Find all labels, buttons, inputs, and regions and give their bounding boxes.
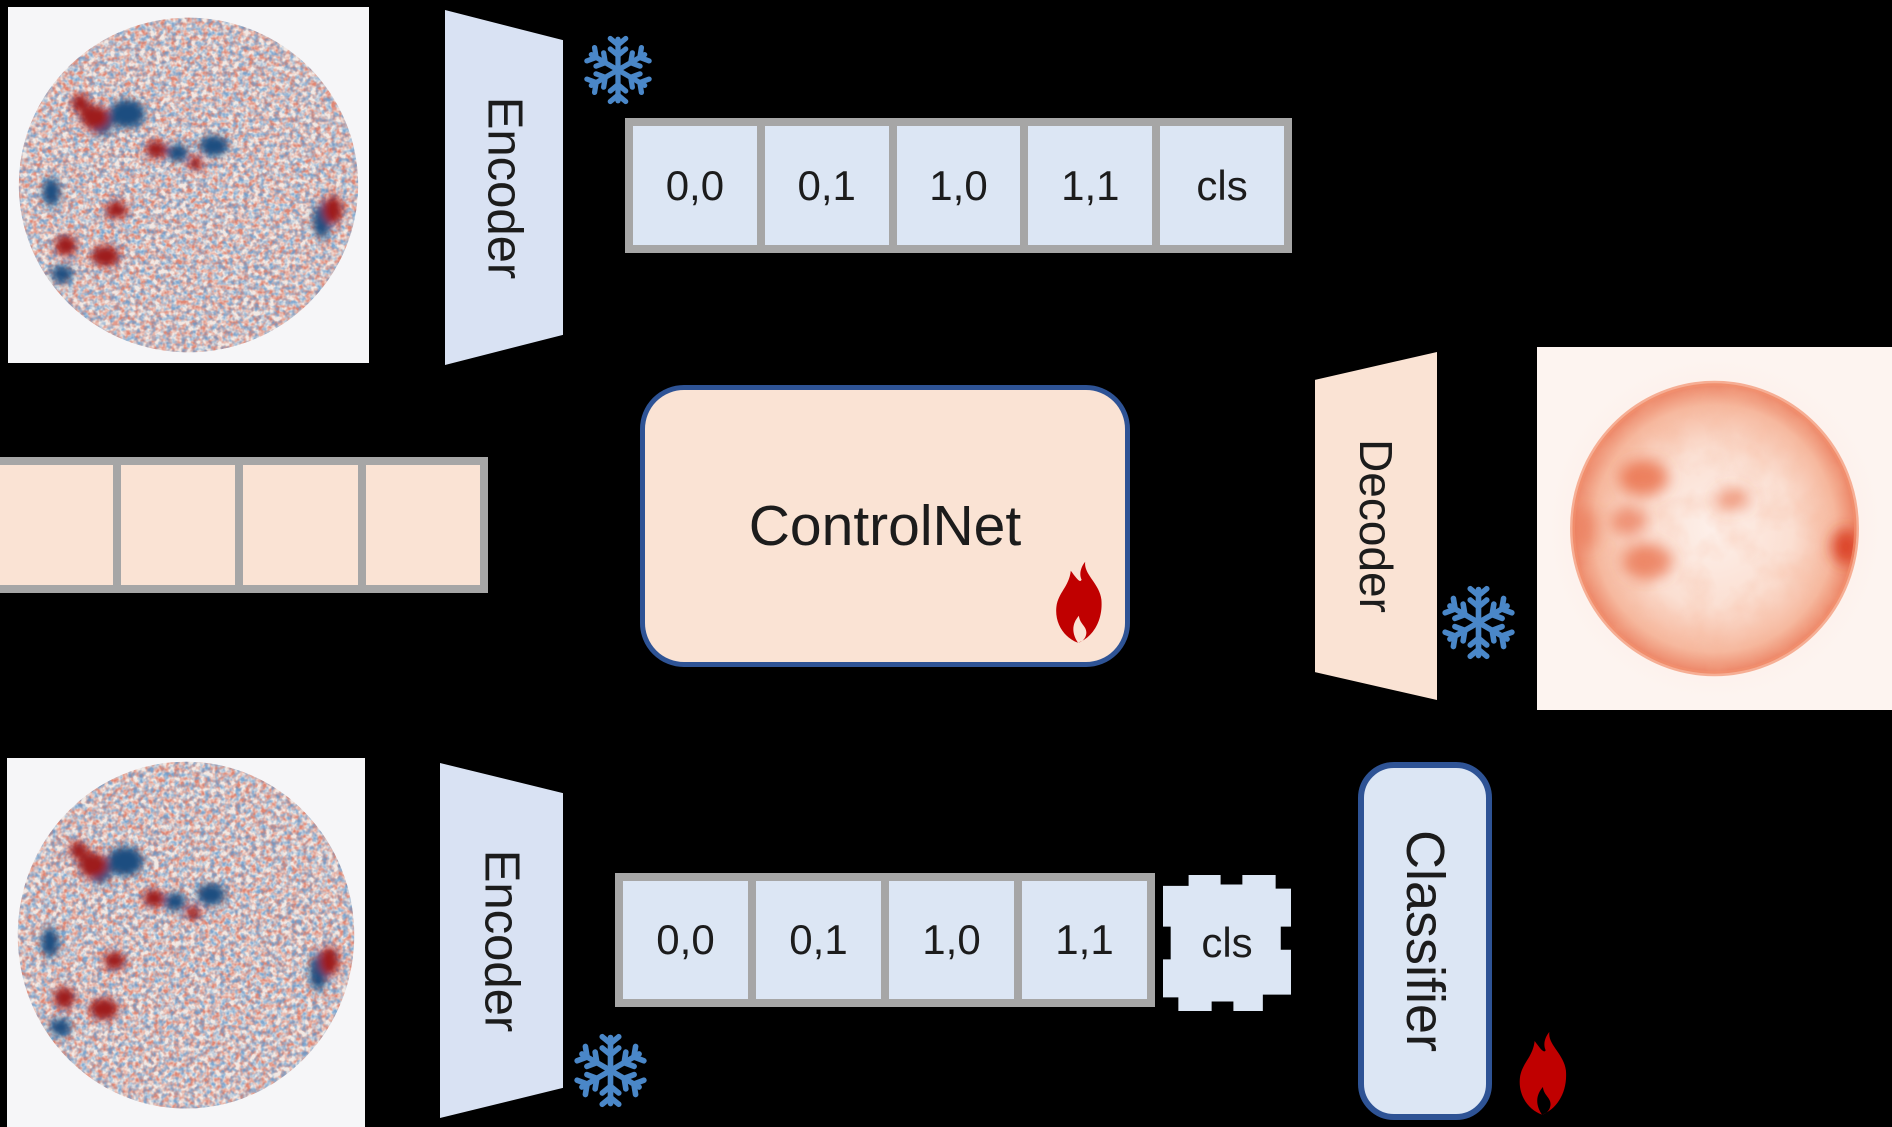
snowflake-icon-bottom-encoder <box>573 1033 648 1108</box>
encoder-label-top: Encoder <box>477 96 532 279</box>
patch-cell <box>0 465 113 585</box>
euv-output-image <box>1537 347 1892 710</box>
token-cell-cls: cls <box>1160 126 1284 245</box>
snowflake-icon-top-encoder <box>583 35 653 105</box>
flame-icon-controlnet <box>1051 556 1105 654</box>
token-row-bottom: 0,0 0,1 1,0 1,1 <box>615 873 1155 1007</box>
token-cell: 0,1 <box>756 881 881 999</box>
magnetogram-input-image-bottom <box>7 758 365 1127</box>
snowflake-icon-decoder <box>1441 585 1516 660</box>
magnetogram-input-image-top <box>8 7 369 363</box>
encoder-block-top: Encoder <box>445 10 563 365</box>
token-row-top: 0,0 0,1 1,0 1,1 cls <box>625 118 1292 253</box>
token-cell: 1,0 <box>896 126 1021 245</box>
token-cell: 0,0 <box>633 126 757 245</box>
cls-token-gear: cls <box>1163 875 1291 1011</box>
token-cell: 1,1 <box>1022 881 1147 999</box>
token-cell: 0,0 <box>623 881 748 999</box>
flame-icon-classifier <box>1513 1030 1571 1122</box>
patch-cell <box>243 465 358 585</box>
token-cell: 0,1 <box>764 126 889 245</box>
decoder-label: Decoder <box>1350 439 1402 613</box>
token-cell: 1,1 <box>1028 126 1153 245</box>
classifier-label: Classifier <box>1395 829 1456 1053</box>
patch-cell <box>120 465 235 585</box>
controlnet-label: ControlNet <box>748 494 1022 558</box>
token-cell: 1,0 <box>889 881 1014 999</box>
decoder-block: Decoder <box>1315 352 1437 700</box>
encoder-block-bottom: Encoder <box>440 763 563 1118</box>
classifier-block: Classifier <box>1358 762 1492 1120</box>
patch-token-row <box>0 457 488 593</box>
patch-cell <box>365 465 480 585</box>
encoder-label-bottom: Encoder <box>474 849 529 1032</box>
controlnet-block: ControlNet <box>640 385 1130 667</box>
